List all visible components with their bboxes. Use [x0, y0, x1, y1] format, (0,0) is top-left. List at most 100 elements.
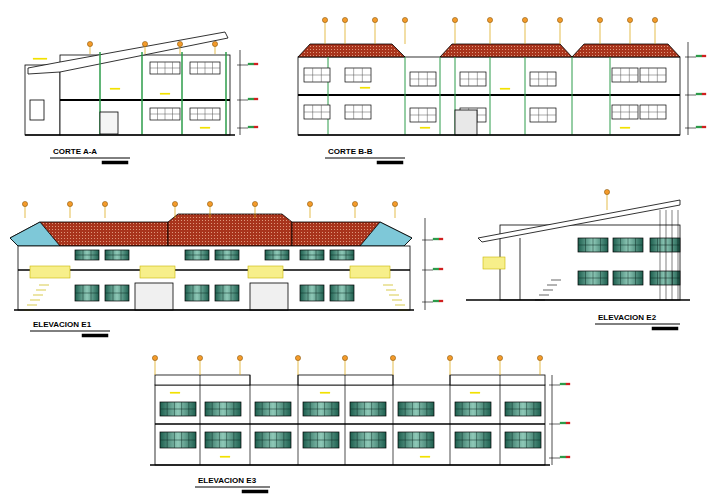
drawing-line — [30, 331, 110, 332]
wall-outline — [150, 108, 180, 120]
wall-outline — [155, 385, 545, 465]
drawing-line — [150, 464, 550, 466]
wall-outline — [25, 65, 60, 135]
level-marker — [207, 201, 212, 206]
drawing-line — [255, 440, 291, 441]
wall-outline — [460, 72, 486, 86]
drawing-line — [612, 112, 638, 113]
drawing-line — [160, 409, 196, 410]
drawing-line — [543, 290, 553, 291]
level-marker — [352, 201, 357, 206]
wall-outline — [304, 68, 330, 82]
wall-outline — [398, 432, 434, 448]
drawing-line — [345, 75, 371, 76]
wall-outline — [613, 271, 643, 285]
drawing-line — [660, 210, 661, 300]
wall-outline — [578, 271, 608, 285]
wall-outline — [360, 87, 370, 89]
wall-outline — [696, 55, 702, 57]
wall-outline — [303, 432, 339, 448]
drawing-line — [345, 20, 346, 44]
wall-outline — [135, 283, 173, 310]
drawing-line — [304, 112, 330, 113]
drawing-line — [160, 440, 196, 441]
drawing-line — [410, 79, 436, 80]
roof-shape — [168, 214, 292, 246]
drawing-line — [181, 52, 183, 135]
wall-outline — [696, 126, 702, 128]
drawing-line — [613, 278, 643, 279]
wall-outline — [100, 112, 118, 134]
wall-outline — [248, 63, 254, 65]
level-marker — [342, 355, 347, 360]
drawing-line — [237, 100, 248, 101]
drawing-line — [39, 285, 49, 286]
wall-outline — [18, 246, 410, 310]
level-marker — [604, 189, 609, 194]
wall-outline — [420, 127, 430, 129]
drawing-line — [392, 300, 402, 301]
drawing-line — [150, 68, 180, 69]
roof-shape — [292, 222, 412, 246]
drawing-line — [298, 94, 680, 96]
wall-outline — [254, 98, 258, 100]
wall-outline — [650, 271, 680, 285]
wall-outline — [612, 68, 638, 82]
wall-outline — [220, 456, 230, 458]
drawing-line — [298, 134, 680, 136]
view-title: ELEVACION E1 — [32, 320, 92, 330]
level-marker — [142, 41, 147, 46]
drawing-line — [383, 285, 393, 286]
wall-outline — [652, 327, 678, 330]
building-drawings — [10, 17, 706, 493]
drawing-line — [595, 324, 680, 325]
level-marker — [172, 201, 177, 206]
drawing-line — [265, 255, 289, 256]
wall-outline — [160, 93, 170, 95]
drawing-line — [398, 409, 434, 410]
wall-outline — [255, 432, 291, 448]
drawing-line — [105, 255, 129, 256]
wall-outline — [345, 68, 371, 82]
level-marker — [652, 17, 657, 22]
drawing-line — [389, 295, 399, 296]
wall-outline — [254, 63, 258, 65]
drawing-line — [425, 218, 426, 310]
wall-outline — [578, 238, 608, 252]
drawing-line — [60, 99, 230, 101]
wall-outline — [205, 402, 241, 416]
wall-outline — [650, 238, 680, 252]
level-marker — [557, 17, 562, 22]
drawing-line — [50, 158, 130, 159]
drawing-line — [678, 210, 679, 300]
drawing-line — [393, 375, 394, 465]
drawing-line — [530, 115, 556, 116]
drawing-line — [655, 20, 656, 44]
wall-outline — [483, 257, 505, 269]
wall-outline — [215, 285, 239, 301]
level-marker — [390, 355, 395, 360]
wall-outline — [500, 225, 680, 300]
drawing-line — [572, 57, 573, 135]
drawing-line — [685, 128, 696, 129]
drawing-line — [14, 309, 414, 311]
level-marker — [237, 355, 242, 360]
wall-outline — [420, 456, 430, 458]
wall-outline — [398, 402, 434, 416]
wall-outline — [170, 392, 180, 394]
drawing-line — [185, 255, 209, 256]
level-marker — [597, 17, 602, 22]
wall-outline — [75, 285, 99, 301]
drawing-line — [190, 114, 220, 115]
drawing-line — [350, 440, 386, 441]
wall-outline — [155, 375, 250, 385]
wall-outline — [455, 432, 491, 448]
level-marker — [537, 355, 542, 360]
wall-outline — [330, 285, 354, 301]
drawing-line — [455, 409, 491, 410]
wall-outline — [455, 110, 477, 135]
drawing-line — [205, 440, 241, 441]
drawing-line — [688, 42, 689, 135]
drawing-line — [330, 293, 354, 294]
drawing-line — [530, 79, 556, 80]
